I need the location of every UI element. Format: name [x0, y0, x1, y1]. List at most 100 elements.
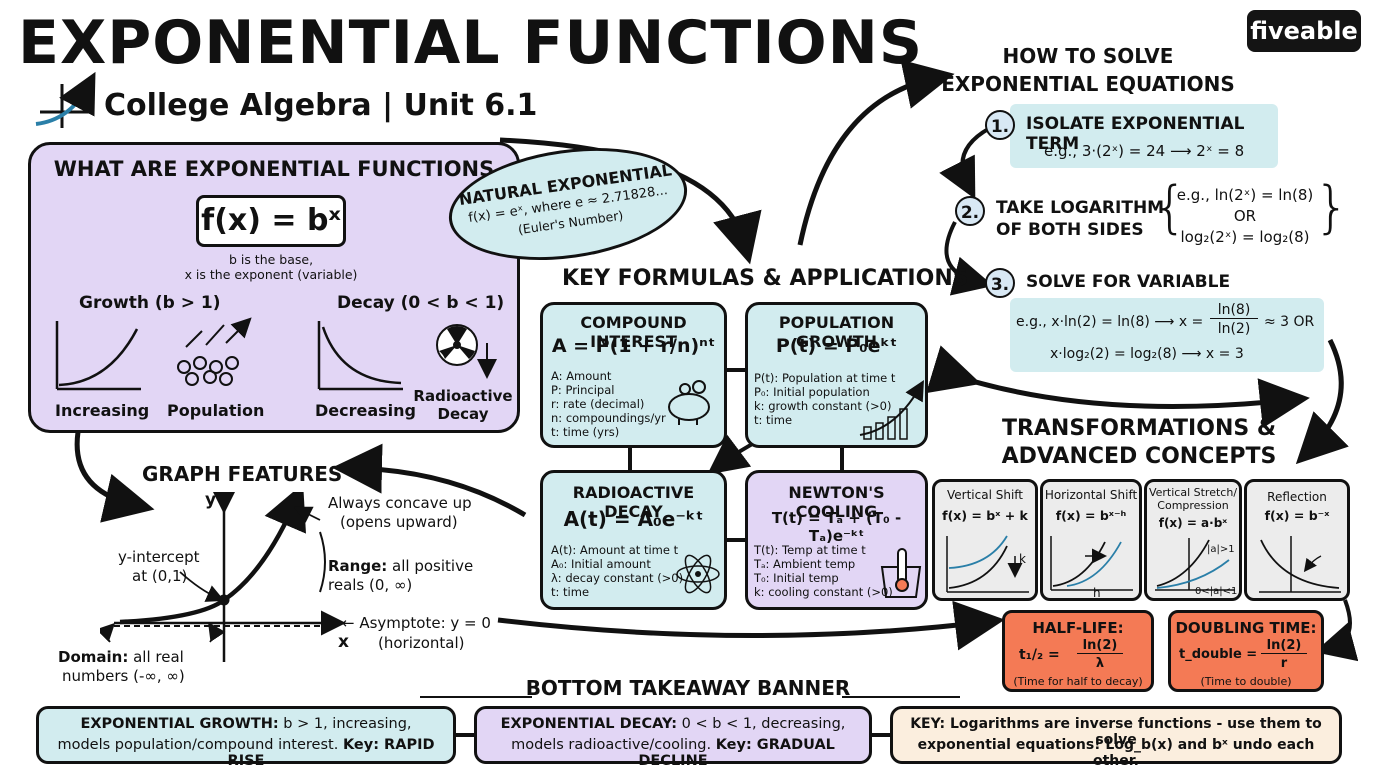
legend-line: t: time (yrs) — [551, 425, 620, 439]
legend-line: λ: decay constant (>0) — [551, 571, 684, 585]
population-growth-card: POPULATION GROWTH P(t) = P₀eᵏᵗ P(t): Pop… — [745, 302, 928, 448]
legend-line: P: Principal — [551, 383, 615, 397]
compound-title: COMPOUND INTEREST — [580, 313, 687, 351]
step1-number: 1. — [985, 110, 1015, 140]
step2-title-2: OF BOTH SIDES — [996, 220, 1144, 240]
doubling-den: r — [1280, 656, 1288, 671]
arrow-transforms-to-doubling — [1314, 599, 1359, 662]
population-legend: P(t): Population at time t P₀: Initial p… — [754, 371, 895, 427]
decay-label: Decay (0 < b < 1) — [337, 293, 505, 313]
range-note: Range: all positive — [328, 557, 473, 575]
graph-y-axis-label: y — [205, 490, 217, 510]
legend-line: T(t): Temp at time t — [754, 543, 866, 557]
arrow-step2-step3 — [944, 221, 994, 296]
banner-growth-line1: EXPONENTIAL GROWTH: b > 1, increasing, — [39, 716, 453, 732]
domain-text-2: numbers (-∞, ∞) — [62, 667, 185, 685]
radioactive-legend: A(t): Amount at time t A₀: Initial amoun… — [551, 543, 683, 599]
step3-example-1: e.g., x·ln(2) = ln(8) ⟶ x = — [1016, 314, 1204, 330]
stretch-graph-icon — [1155, 538, 1235, 591]
banner-decay-text2: models radioactive/cooling. — [511, 737, 712, 753]
asymptote-note-2: (horizontal) — [378, 634, 465, 652]
transform-title: Reflection — [1267, 490, 1327, 504]
banner-growth-key: Key: RAPID RISE — [227, 737, 435, 769]
half-life-den: λ — [1095, 656, 1105, 671]
legend-line: t: time — [551, 585, 590, 599]
step3-approx: ≈ 3 OR — [1264, 314, 1315, 330]
concave-note-1: Always concave up — [328, 494, 472, 512]
legend-line: k: growth constant (>0) — [754, 399, 892, 413]
reflection-graph-icon — [1259, 536, 1341, 593]
transform-title: Horizontal Shift — [1044, 488, 1138, 502]
banner-decay-key: Key: GRADUAL DECLINE — [638, 737, 835, 769]
arrow-graph-to-halflife — [497, 600, 1005, 651]
transform-formula: f(x) = bˣ + k — [942, 508, 1028, 523]
radioactive-title: RADIOACTIVE DECAY — [572, 483, 695, 521]
transform-card-vertical-shift: Vertical Shift f(x) = bˣ + k k — [932, 479, 1038, 601]
population-growth-icon — [859, 380, 924, 440]
arrow-solve-to-transforms — [1295, 338, 1349, 465]
step3-frac-den: ln(2) — [1217, 321, 1251, 337]
what-are-heading: WHAT ARE EXPONENTIAL FUNCTIONS — [53, 157, 495, 181]
step2-brace-left: { — [1152, 175, 1188, 240]
graph-features-heading: GRAPH FEATURES — [142, 462, 343, 486]
range-bold: Range: — [328, 557, 388, 575]
legend-line: Tₐ: Ambient temp — [754, 557, 856, 571]
icon-label-decay: Decay — [437, 405, 489, 423]
step1-panel: ISOLATE EXPONENTIAL TERM e.g., 3·(2ˣ) = … — [1010, 104, 1278, 168]
transform-formula: f(x) = bˣ⁻ʰ — [1055, 508, 1127, 523]
newtons-cooling-card: NEWTON'S COOLING T(t) = Tₐ + (T₀ - Tₐ)e⁻… — [745, 470, 928, 610]
arrow-step1-step2 — [939, 126, 991, 200]
transform-title: Vertical Shift — [946, 488, 1023, 502]
what-are-panel: WHAT ARE EXPONENTIAL FUNCTIONS f(x) = bˣ… — [28, 142, 520, 433]
banner-growth-text1: b > 1, increasing, — [283, 716, 412, 732]
range-text-2: reals (0, ∞) — [328, 576, 413, 594]
graph-x-axis-label: x — [338, 632, 349, 652]
population-formula: P(t) = P₀eᵏᵗ — [775, 335, 898, 357]
yint-note-2: at (0,1) — [132, 567, 188, 585]
transform-tag: |a|>1 — [1207, 544, 1235, 555]
arrow-what-to-graph — [74, 431, 155, 523]
vertical-shift-graph-icon — [946, 535, 1029, 593]
banner-decay-bold: EXPONENTIAL DECAY: — [500, 716, 678, 732]
banner-decay: EXPONENTIAL DECAY: 0 < b < 1, decreasing… — [474, 706, 872, 769]
legend-line: A: Amount — [551, 369, 612, 383]
step3-panel: e.g., x·ln(2) = ln(8) ⟶ x = ln(8) ln(2) … — [1010, 298, 1324, 372]
formula-note-1: b is the base, — [228, 252, 314, 267]
legend-line: n: compoundings/yr — [551, 411, 666, 425]
concave-note-2: (opens upward) — [340, 513, 458, 531]
icon-label-increasing: Increasing — [55, 401, 150, 420]
arrow-formulas-to-graph — [332, 443, 527, 518]
range-text-1: all positive — [392, 557, 474, 575]
transform-tag-2: 0<|a|<1 — [1195, 586, 1238, 597]
solve-heading-1: HOW TO SOLVE — [1002, 44, 1174, 68]
radioactive-decay-card: RADIOACTIVE DECAY A(t) = A₀e⁻ᵏᵗ A(t): Am… — [540, 470, 727, 610]
yint-note-1: y-intercept — [118, 548, 200, 566]
legend-line: A(t): Amount at time t — [551, 543, 679, 557]
decreasing-graph-icon — [317, 321, 403, 391]
transform-card-stretch: Vertical Stretch/ Compression f(x) = a·b… — [1144, 479, 1242, 601]
step2-example-2: log₂(2ˣ) = log₂(8) — [1180, 228, 1310, 246]
step2-number: 2. — [955, 196, 985, 226]
horizontal-shift-graph-icon — [1050, 536, 1133, 591]
compound-legend: A: Amount P: Principal r: rate (decimal)… — [551, 369, 666, 439]
key-formulas-heading: KEY FORMULAS & APPLICATIONS — [562, 266, 969, 291]
formula-note-2: x is the exponent (variable) — [184, 267, 358, 282]
transforms-heading-1: TRANSFORMATIONS & — [1001, 416, 1277, 441]
step1-example: e.g., 3·(2ˣ) = 24 ⟶ 2ˣ = 8 — [1044, 142, 1245, 160]
transform-card-reflection: Reflection f(x) = b⁻ˣ — [1244, 479, 1350, 601]
step2-example-1: e.g., ln(2ˣ) = ln(8) — [1176, 186, 1314, 204]
transform-card-horizontal-shift: Horizontal Shift f(x) = bˣ⁻ʰ h — [1040, 479, 1142, 601]
increasing-graph-icon — [55, 321, 141, 391]
half-life-num: ln(2) — [1077, 638, 1123, 654]
asymptote-note-1: ← Asymptote: y = 0 — [342, 614, 491, 632]
legend-line: t: time — [754, 413, 793, 427]
half-life-note: (Time for half to decay) — [1013, 675, 1143, 688]
transform-formula: f(x) = a·bˣ — [1158, 516, 1228, 530]
half-life-title: HALF-LIFE: — [1032, 619, 1124, 637]
step3-number: 3. — [985, 268, 1015, 298]
transforms-heading-2: ADVANCED CONCEPTS — [1001, 444, 1277, 469]
icon-label-population: Population — [167, 401, 265, 420]
page-title: EXPONENTIAL FUNCTIONS — [18, 8, 924, 78]
transform-tag: h — [1093, 586, 1101, 600]
banner-key-line2: exponential equations! Log_b(x) and bˣ u… — [917, 737, 1315, 769]
